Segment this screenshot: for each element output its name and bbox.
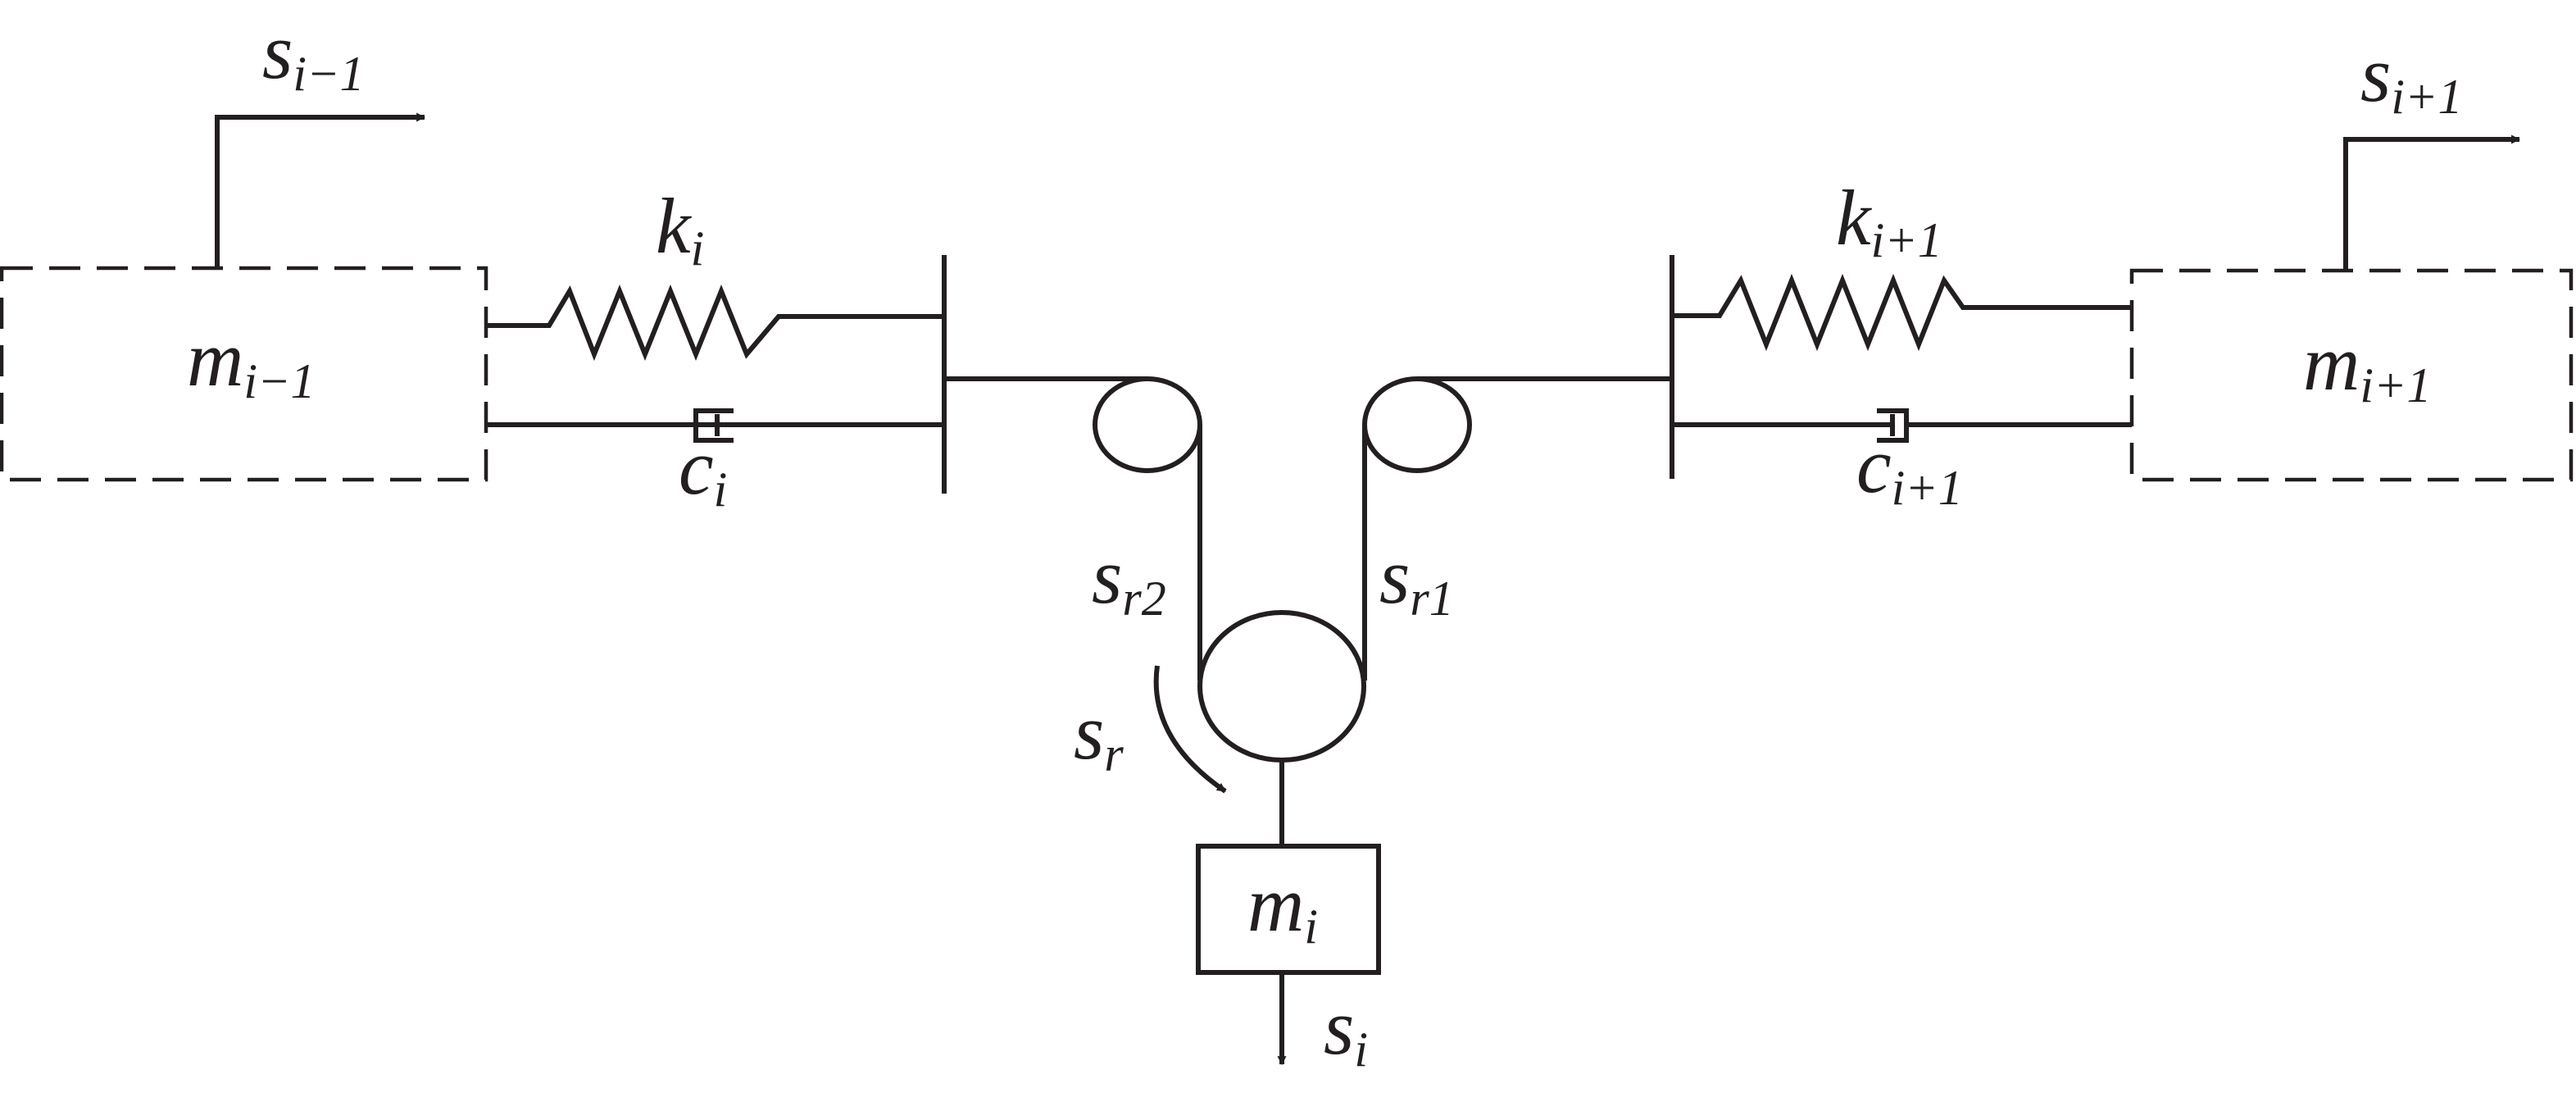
mass-left-label: mi−1 [187, 315, 316, 408]
damper-right [1672, 408, 2132, 443]
damper-left [486, 408, 944, 443]
rotation-label: sr [1074, 688, 1124, 781]
mass-center-box [1196, 844, 1381, 975]
pulley-center [1197, 610, 1366, 763]
spring-right-label: ki+1 [1836, 174, 1942, 267]
rotation-arrow [1153, 665, 1227, 794]
damper-left-label: ci [679, 423, 727, 517]
damper-right-label: ci+1 [1856, 421, 1963, 515]
rope-segment-2-label: sr2 [1092, 532, 1166, 626]
displacement-arrow-right [2343, 134, 2521, 271]
displacement-label-right: si+1 [2360, 30, 2463, 124]
rope-segment-1-label: sr1 [1379, 532, 1454, 626]
displacement-label-left: si−1 [262, 7, 365, 101]
spring-left-label: ki [656, 182, 704, 276]
displacement-arrow-left [215, 112, 426, 266]
displacement-label-center: si [1324, 983, 1368, 1077]
spring-right [1672, 273, 2132, 352]
mass-right-box [2129, 268, 2574, 482]
mass-left-box [0, 266, 488, 482]
pulley-left [1093, 376, 1202, 473]
mass-center-label: mi [1247, 860, 1318, 954]
mass-right-label: mi+1 [2303, 319, 2432, 412]
spring-left [486, 284, 944, 362]
pulley-right [1362, 376, 1472, 473]
